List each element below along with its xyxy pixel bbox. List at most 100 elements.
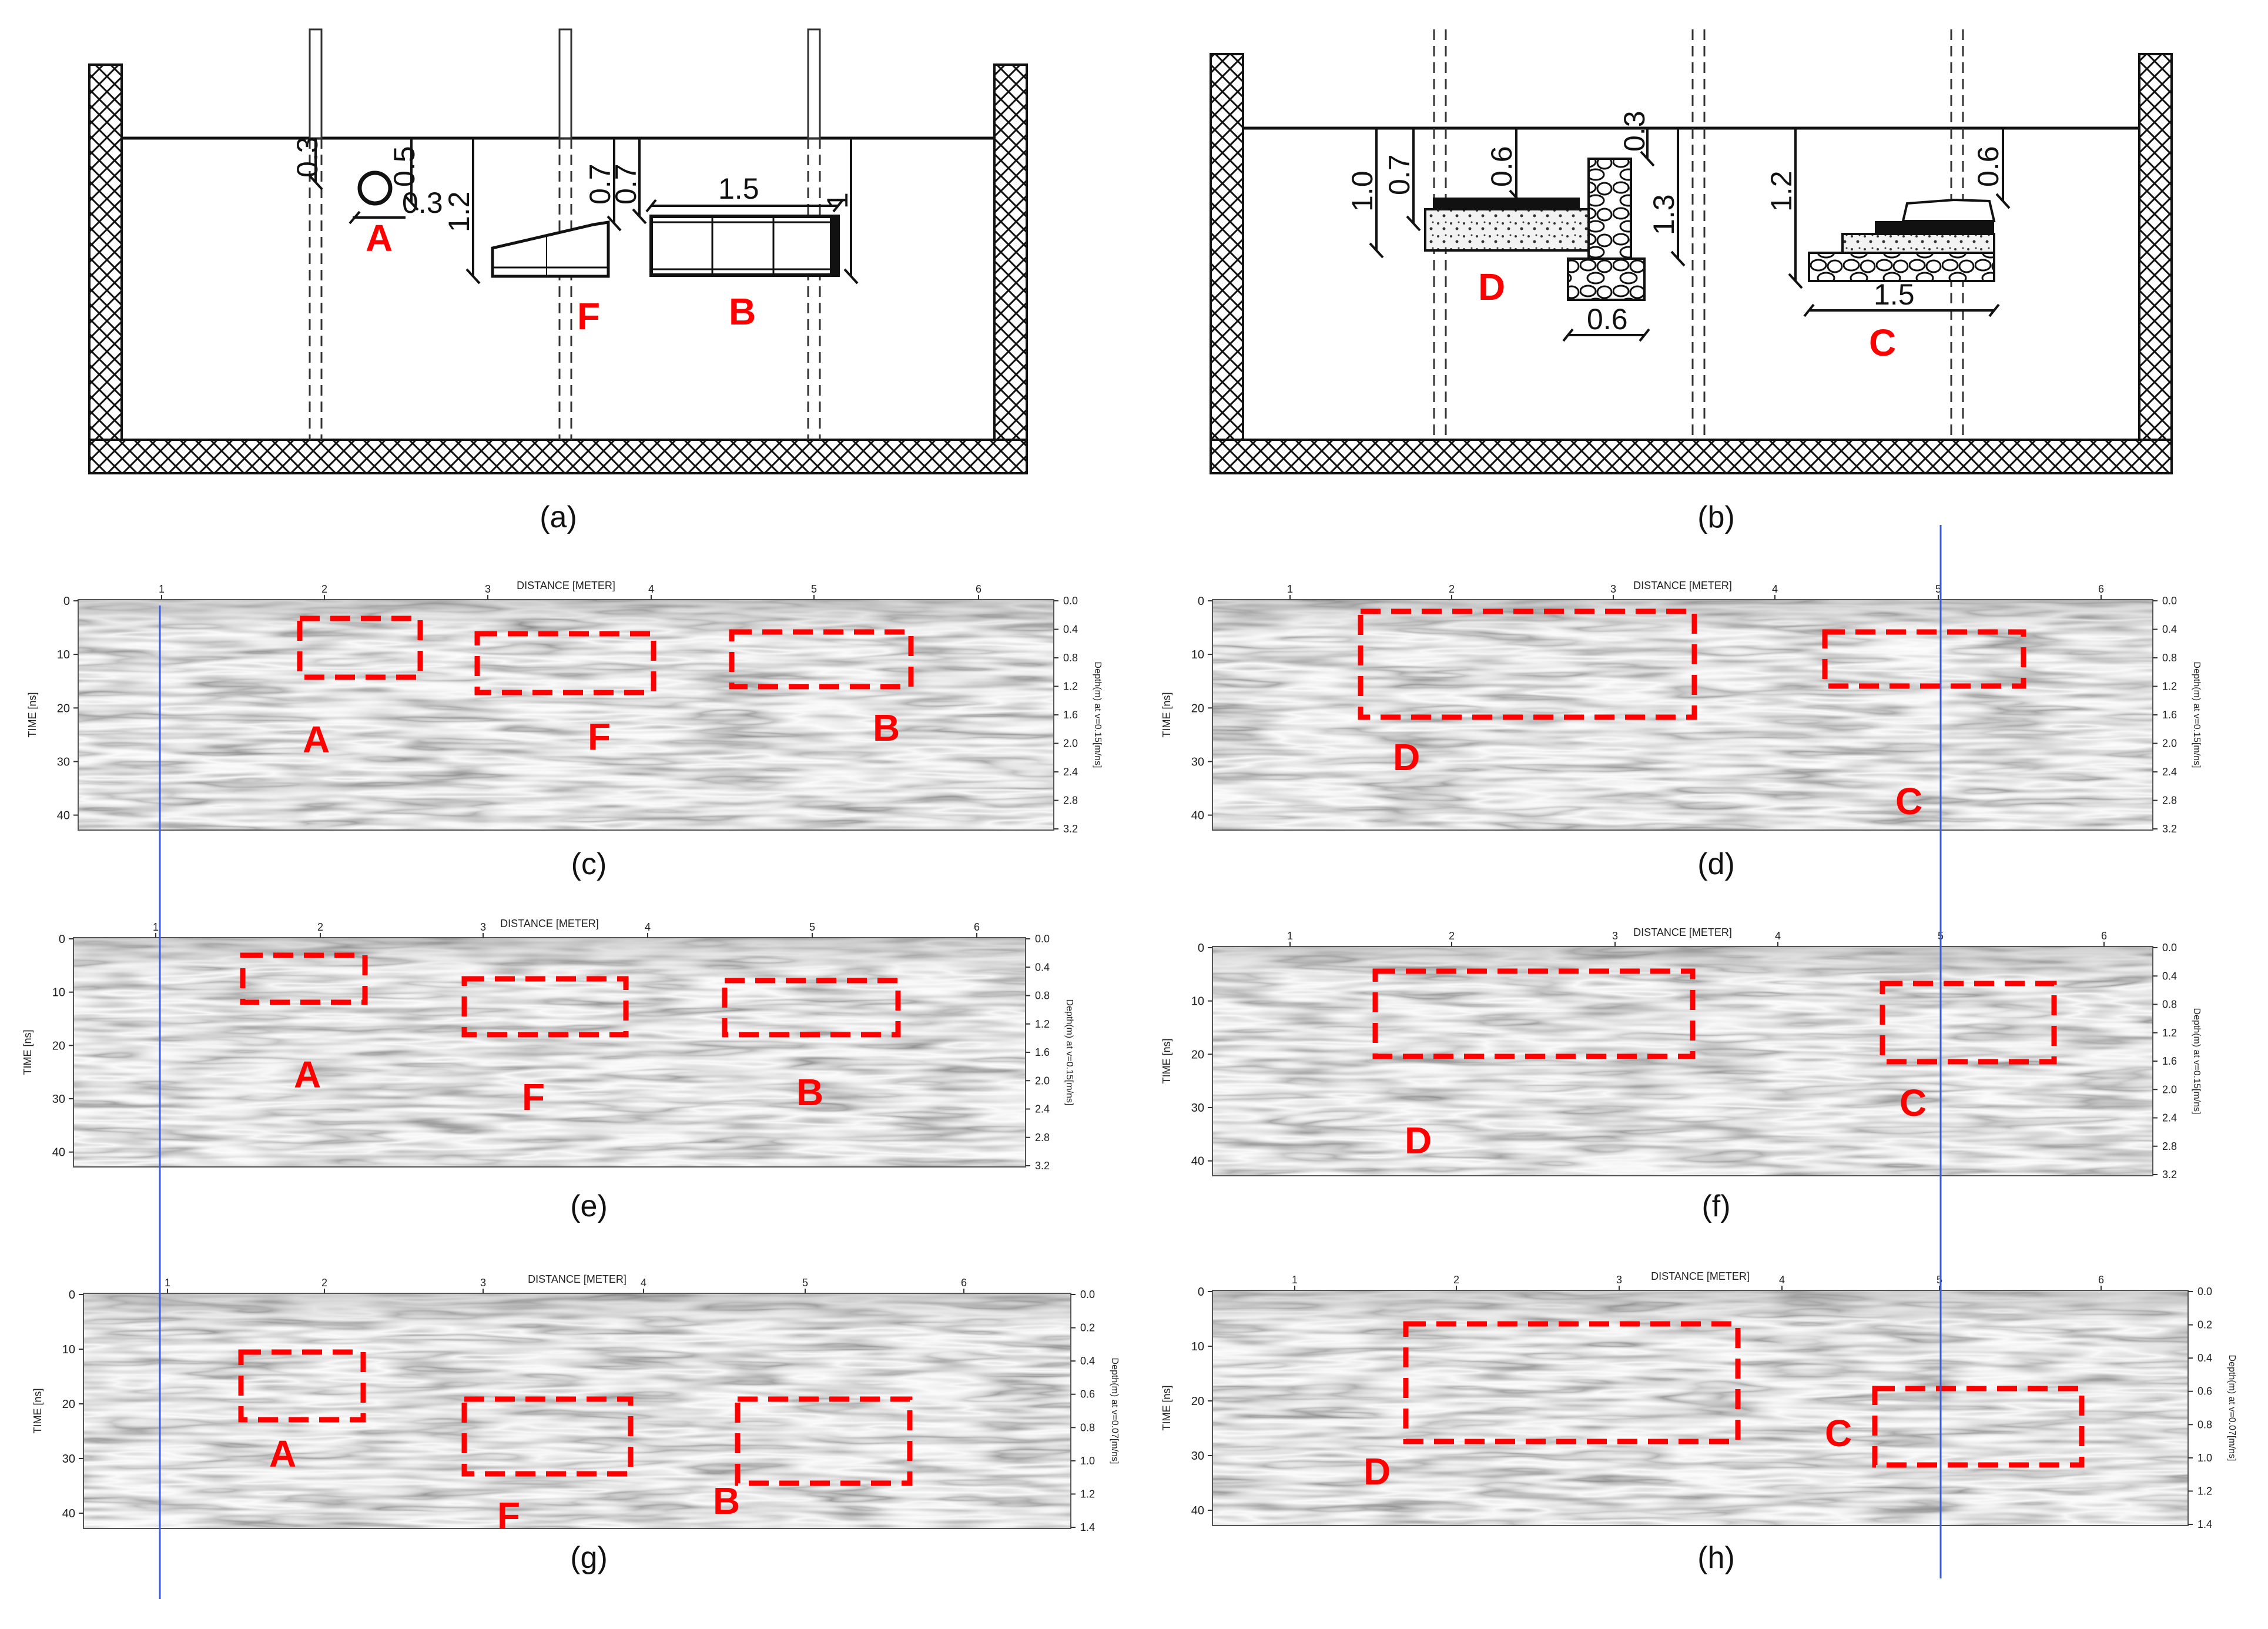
x-tick-label: 1 bbox=[165, 1277, 170, 1289]
svg-text:1.5: 1.5 bbox=[1874, 278, 1915, 311]
y-axis-title: TIME [ns] bbox=[26, 692, 38, 737]
pavement-object bbox=[1808, 198, 1996, 282]
x-tick-label: 4 bbox=[641, 1277, 646, 1289]
y2-tick-label: 0.6 bbox=[1080, 1389, 1095, 1400]
y2-tick-label: 2.4 bbox=[1063, 766, 1078, 778]
y-tick-label: 40 bbox=[1191, 1504, 1204, 1517]
x-tick-label: 4 bbox=[645, 921, 651, 933]
caption-c: (c) bbox=[571, 847, 607, 881]
tank-wall-left bbox=[1210, 53, 1244, 474]
y2-tick-label: 0.4 bbox=[2162, 970, 2177, 982]
x-tick-label: 3 bbox=[480, 921, 486, 933]
y2-tick-label: 2.4 bbox=[2162, 766, 2177, 778]
target-label: D bbox=[1405, 1119, 1432, 1162]
y2-axis-title: Depth(m) at v=0.15[m/ns] bbox=[2192, 1008, 2202, 1115]
x-tick-label: 3 bbox=[1612, 930, 1618, 942]
target-label: A bbox=[303, 718, 330, 761]
y-tick-label: 0 bbox=[1198, 942, 1204, 955]
y2-tick-label: 1.6 bbox=[2162, 1055, 2177, 1067]
label-F: F bbox=[577, 295, 600, 337]
tank-floor bbox=[88, 439, 1028, 474]
y-tick-label: 0 bbox=[1198, 1286, 1204, 1299]
y-tick-label: 30 bbox=[1191, 1450, 1204, 1463]
caption-h: (h) bbox=[1697, 1541, 1735, 1575]
target-label: B bbox=[873, 707, 900, 749]
schematic-a: 0.3 0.5 0.3 1.2 0.7 0.7 1.5 1 A F B bbox=[88, 28, 1028, 474]
y2-tick-label: 1.6 bbox=[2162, 709, 2177, 721]
y2-tick-label: 0.6 bbox=[2197, 1386, 2212, 1397]
y2-tick-label: 1.4 bbox=[1080, 1521, 1095, 1533]
y2-tick-label: 0.0 bbox=[2162, 595, 2177, 607]
x-axis-title: DISTANCE [METER] bbox=[517, 580, 615, 591]
label-B: B bbox=[729, 290, 756, 333]
y-tick-label: 30 bbox=[62, 1453, 75, 1466]
gpr-image bbox=[73, 938, 1026, 1167]
y2-tick-label: 0.0 bbox=[2162, 942, 2177, 954]
x-tick-label: 4 bbox=[1772, 583, 1778, 595]
target-label: A bbox=[294, 1053, 321, 1096]
y2-tick-label: 0.4 bbox=[1063, 624, 1078, 635]
y-tick-label: 10 bbox=[62, 1343, 75, 1356]
box-object bbox=[649, 215, 840, 277]
y2-tick-label: 1.2 bbox=[1035, 1018, 1050, 1030]
x-tick-label: 2 bbox=[321, 1277, 327, 1289]
y-tick-label: 20 bbox=[1191, 1395, 1204, 1408]
tank-wall-left bbox=[88, 63, 123, 474]
x-tick-label: 6 bbox=[2101, 930, 2107, 942]
x-tick-label: 5 bbox=[811, 583, 817, 595]
dimension-values: 0.3 0.5 0.3 1.2 0.7 0.7 1.5 1 bbox=[291, 136, 854, 232]
y2-tick-label: 2.0 bbox=[1035, 1075, 1050, 1086]
y2-tick-label: 0.0 bbox=[2197, 1286, 2212, 1297]
target-box bbox=[722, 978, 901, 1038]
x-tick-label: 4 bbox=[1775, 930, 1781, 942]
y-tick-label: 10 bbox=[1191, 1340, 1204, 1353]
label-D: D bbox=[1478, 266, 1505, 308]
target-box bbox=[1822, 629, 2026, 689]
y2-tick-label: 1.2 bbox=[2162, 681, 2177, 693]
y-tick-label: 30 bbox=[1191, 755, 1204, 768]
y-tick-label: 30 bbox=[57, 755, 70, 768]
y2-tick-label: 1.2 bbox=[2197, 1485, 2212, 1497]
x-tick-label: 1 bbox=[1292, 1274, 1298, 1286]
y-tick-label: 10 bbox=[1191, 648, 1204, 661]
gpr-direct-wave bbox=[78, 600, 1054, 634]
y-axis-title: TIME [ns] bbox=[1161, 1385, 1172, 1430]
svg-text:1.0: 1.0 bbox=[1346, 170, 1379, 212]
x-tick-label: 3 bbox=[1610, 583, 1616, 595]
gpr-direct-wave bbox=[1212, 946, 2153, 981]
svg-text:1: 1 bbox=[821, 192, 854, 209]
svg-text:1.2: 1.2 bbox=[443, 191, 475, 232]
y2-tick-label: 2.4 bbox=[1035, 1103, 1050, 1115]
x-tick-label: 1 bbox=[159, 583, 165, 595]
y2-tick-label: 0.8 bbox=[2162, 999, 2177, 1011]
label-C: C bbox=[1869, 322, 1896, 364]
x-axis-title: DISTANCE [METER] bbox=[1633, 926, 1732, 938]
dimension-values: 1.0 0.7 0.6 0.3 1.3 0.6 1.2 0.6 1.5 bbox=[1346, 111, 2005, 336]
plot-frame bbox=[1212, 1290, 2189, 1526]
plot-frame bbox=[83, 1293, 1071, 1529]
target-box bbox=[238, 1349, 366, 1423]
x-tick-label: 2 bbox=[1453, 1274, 1459, 1286]
y-tick-label: 0 bbox=[1198, 595, 1204, 608]
gpr-direct-wave bbox=[73, 938, 1026, 972]
tank-wall-right bbox=[993, 63, 1028, 474]
y2-axis-title: Depth(m) at v=0.07[m/ns] bbox=[1110, 1358, 1120, 1464]
svg-text:0.5: 0.5 bbox=[388, 146, 421, 187]
x-axis-title: DISTANCE [METER] bbox=[528, 1273, 627, 1285]
gpr-direct-wave bbox=[1212, 600, 2153, 634]
x-tick-label: 4 bbox=[1779, 1274, 1785, 1286]
y-tick-label: 10 bbox=[52, 986, 65, 999]
y2-tick-label: 2.0 bbox=[2162, 738, 2177, 750]
x-tick-label: 3 bbox=[485, 583, 491, 595]
svg-text:0.3: 0.3 bbox=[402, 186, 443, 219]
target-box bbox=[240, 952, 368, 1005]
y-tick-label: 20 bbox=[1191, 1048, 1204, 1061]
object-labels: D C bbox=[1478, 266, 1896, 364]
svg-text:0.7: 0.7 bbox=[584, 163, 617, 205]
x-tick-label: 3 bbox=[480, 1277, 486, 1289]
y2-tick-label: 0.8 bbox=[2197, 1419, 2212, 1430]
y2-tick-label: 1.4 bbox=[2197, 1518, 2212, 1530]
dimension-lines bbox=[308, 138, 859, 285]
